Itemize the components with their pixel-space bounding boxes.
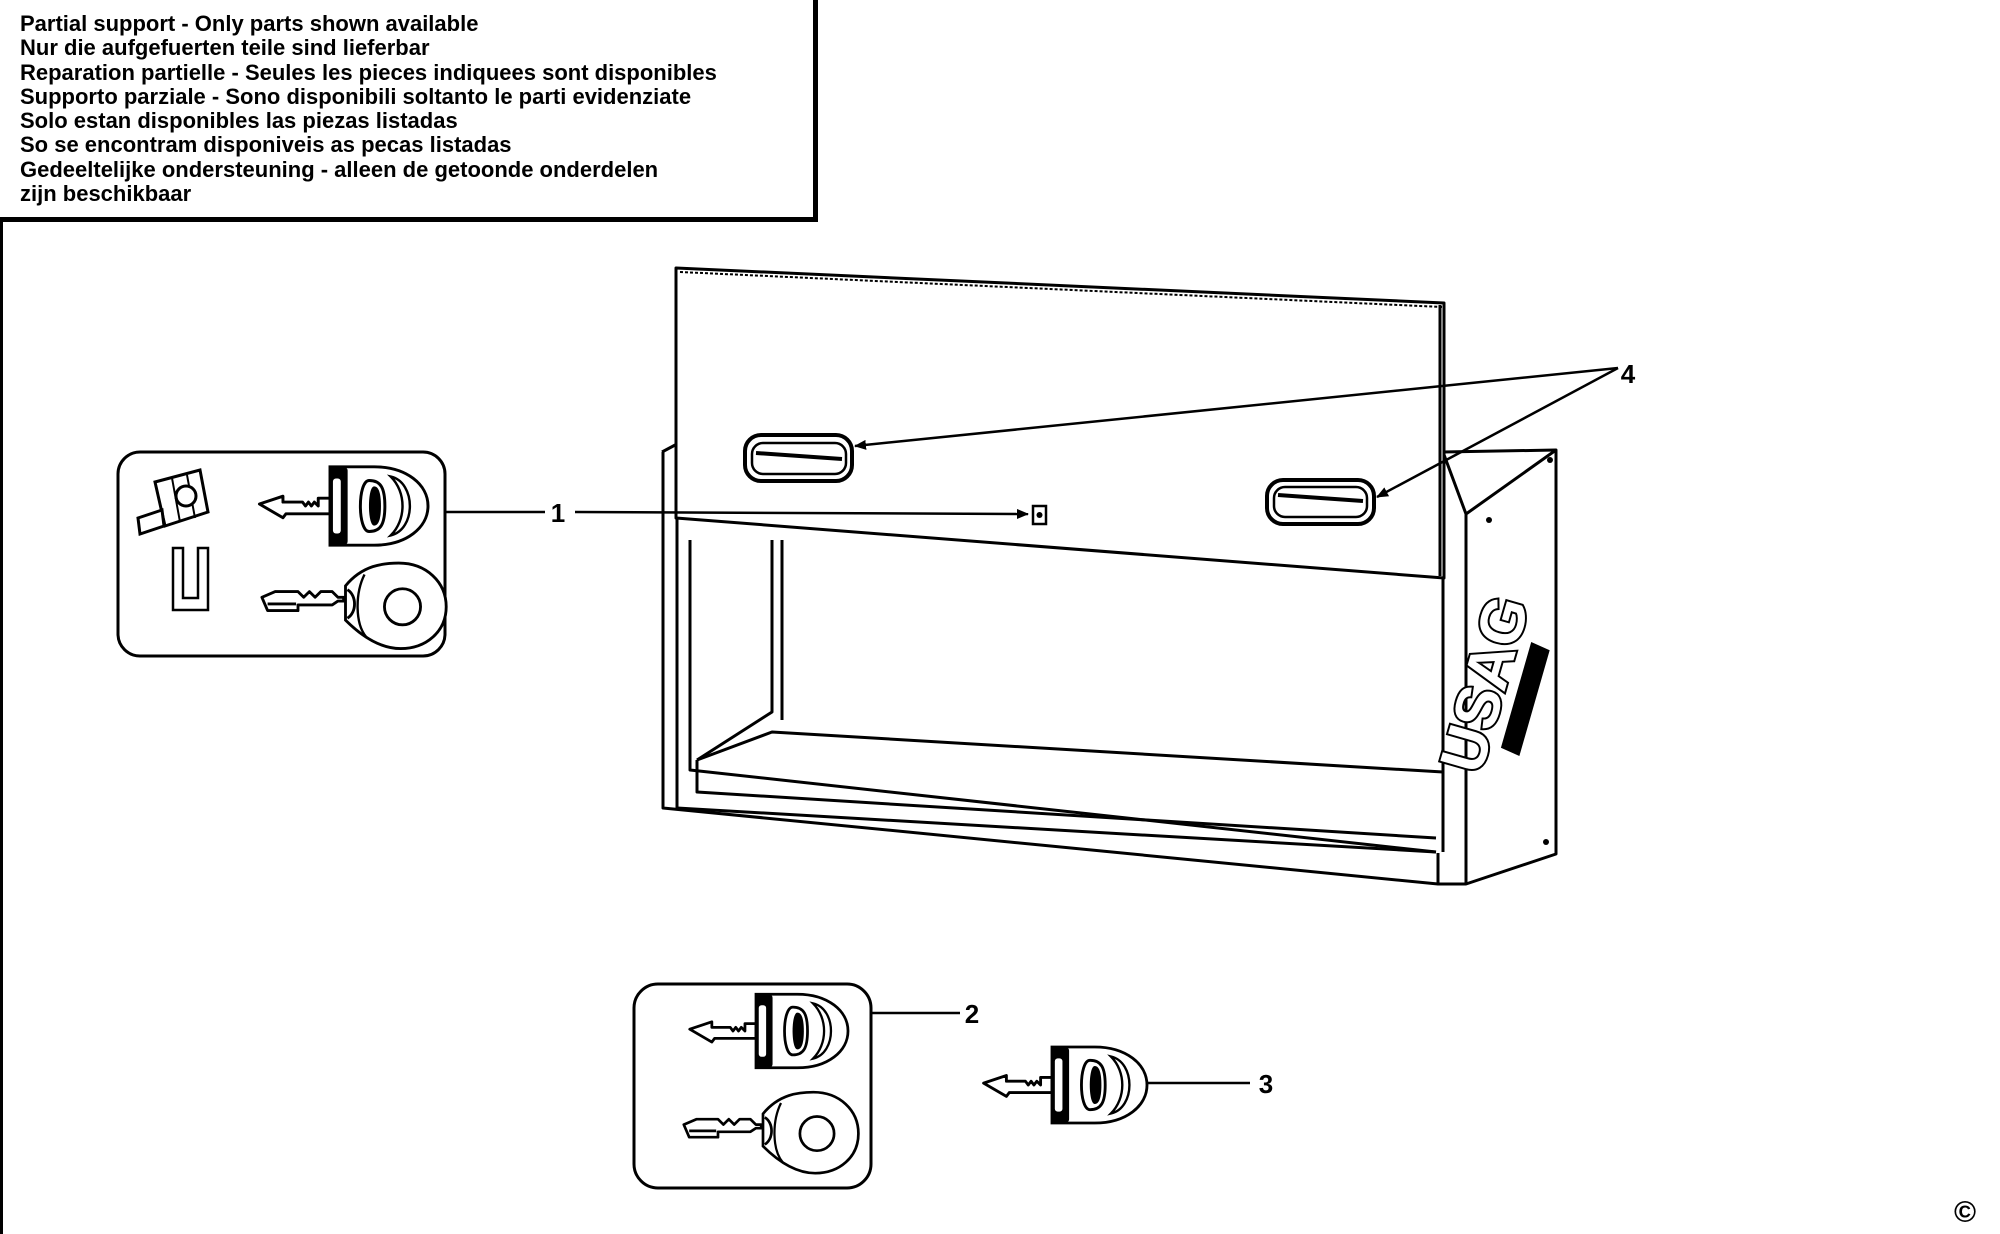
- callout-4: 4: [1621, 359, 1636, 389]
- cabinet-top-edge: [1441, 448, 1557, 516]
- cabinet-right-side: [1438, 448, 1558, 886]
- lid-handle-left: [743, 433, 854, 483]
- notice-line-fr: Reparation partielle - Seules les pieces…: [20, 59, 717, 85]
- cabinet-front-frame: [661, 452, 1440, 886]
- cabinet-base-line: [676, 806, 1437, 854]
- cabinet-rear-corner: [696, 540, 774, 762]
- key-pair-panel: [632, 982, 873, 1190]
- cabinet-drawer-tray-front: [695, 760, 1437, 840]
- notice-line-de: Nur die aufgefuerten teile sind lieferba…: [20, 35, 430, 61]
- callout-2: 2: [965, 999, 979, 1029]
- cabinet-drawer-tray-back: [696, 730, 1444, 774]
- cabinet-inner-left: [688, 540, 1437, 854]
- notice-line-nl-cont: zijn beschikbaar: [20, 181, 192, 207]
- lid-handle-right: [1265, 478, 1376, 526]
- lock-kit-panel: [116, 450, 448, 658]
- notice-line-pt: So se encontram disponiveis as pecas lis…: [20, 132, 512, 158]
- cabinet-brand-logo: USAG: [1425, 587, 1550, 782]
- notice-line-en: Partial support - Only parts shown avail…: [20, 11, 479, 36]
- single-key: [982, 1045, 1149, 1125]
- lock-barrel: [136, 468, 210, 537]
- notice-line-es: Solo estan disponibles las piezas listad…: [20, 108, 458, 134]
- copyright-mark: ©: [1954, 1196, 1976, 1229]
- callout-1: 1: [551, 498, 565, 528]
- page-left-border: [0, 222, 3, 1234]
- lock-clip: [171, 546, 210, 612]
- cabinet-lid: [674, 266, 1446, 580]
- tool-cabinet: [661, 442, 1558, 886]
- leader-4-left-arrow: [854, 366, 1619, 450]
- notice-line-nl: Gedeeltelijke ondersteuning - alleen de …: [20, 156, 659, 182]
- leader-lines: [445, 366, 1619, 1085]
- leader-4-right-arrow: [1376, 366, 1619, 499]
- notice-line-it: Supporto parziale - Sono disponibili sol…: [20, 83, 692, 109]
- partial-support-notice: Partial support - Only parts shown avail…: [0, 0, 818, 222]
- callout-3: 3: [1259, 1069, 1273, 1099]
- leader-1-arrow: [574, 508, 1029, 519]
